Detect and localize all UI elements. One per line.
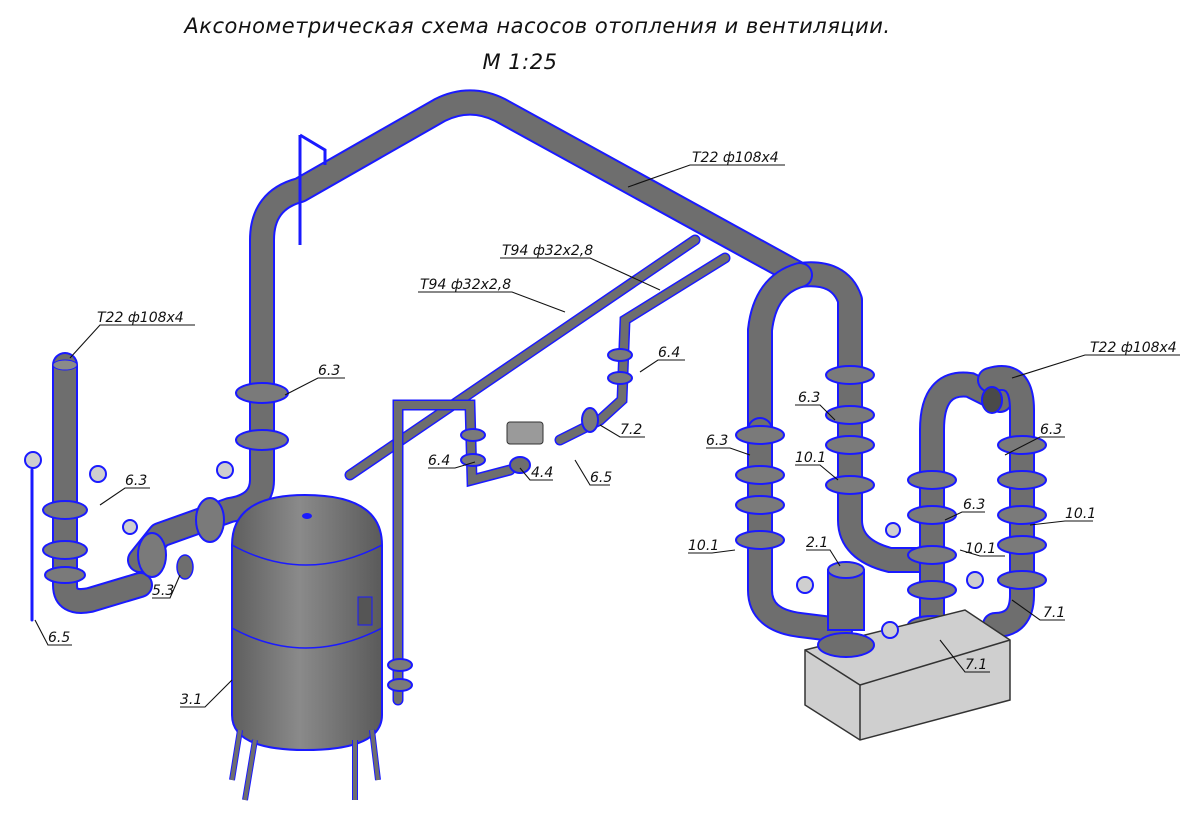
t94-pipes [344,234,731,706]
label-6-3-c: 6.3 [798,390,820,406]
left-riser [24,352,153,622]
riser-flanges [235,133,327,451]
right-flanges [735,365,1047,635]
label-10-1-b: 10.1 [688,538,719,554]
label-pipe-t94-a: Т94 ф32х2,8 [502,243,593,259]
label-5-3: 5.3 [152,583,174,599]
control-valve [506,421,544,474]
main-supply-pipe [127,89,863,573]
label-pipe-left: Т22 ф108х4 [97,310,184,326]
label-pipe-t94-b: Т94 ф32х2,8 [420,277,511,293]
right-risers [747,365,1035,668]
label-pipe-top: Т22 ф108х4 [692,150,779,166]
circulation-pump [796,522,984,658]
labels: Т22 ф108х4 Т94 ф32х2,8 Т94 ф32х2,8 Т22 ф… [48,150,1177,708]
label-4-4: 4.4 [531,465,553,481]
left-flanges [122,461,234,580]
expansion-tank [229,493,383,801]
label-6-4-b: 6.4 [428,453,450,469]
diagram-scale: М 1:25 [482,50,558,74]
label-10-1-d: 10.1 [1065,506,1096,522]
label-pipe-right: Т22 ф108х4 [1090,340,1177,356]
label-6-3-a: 6.3 [318,363,340,379]
label-7-1-b: 7.1 [965,657,987,673]
label-6-3-b: 6.3 [125,473,147,489]
label-7-1-a: 7.1 [1043,605,1065,621]
leader-lines [34,164,1180,708]
label-7-2: 7.2 [620,422,642,438]
label-6-5-a: 6.5 [590,470,612,486]
label-10-1-c: 10.1 [965,541,996,557]
label-10-1-a: 10.1 [795,450,826,466]
label-6-3-d: 6.3 [706,433,728,449]
label-6-4-a: 6.4 [658,345,680,361]
label-3-1: 3.1 [180,692,202,708]
diagram-title: Аксонометрическая схема насосов отоплени… [184,14,891,38]
label-6-5-b: 6.5 [48,630,70,646]
label-6-3-e: 6.3 [1040,422,1062,438]
label-6-3-f: 6.3 [963,497,985,513]
label-2-1: 2.1 [806,535,828,551]
